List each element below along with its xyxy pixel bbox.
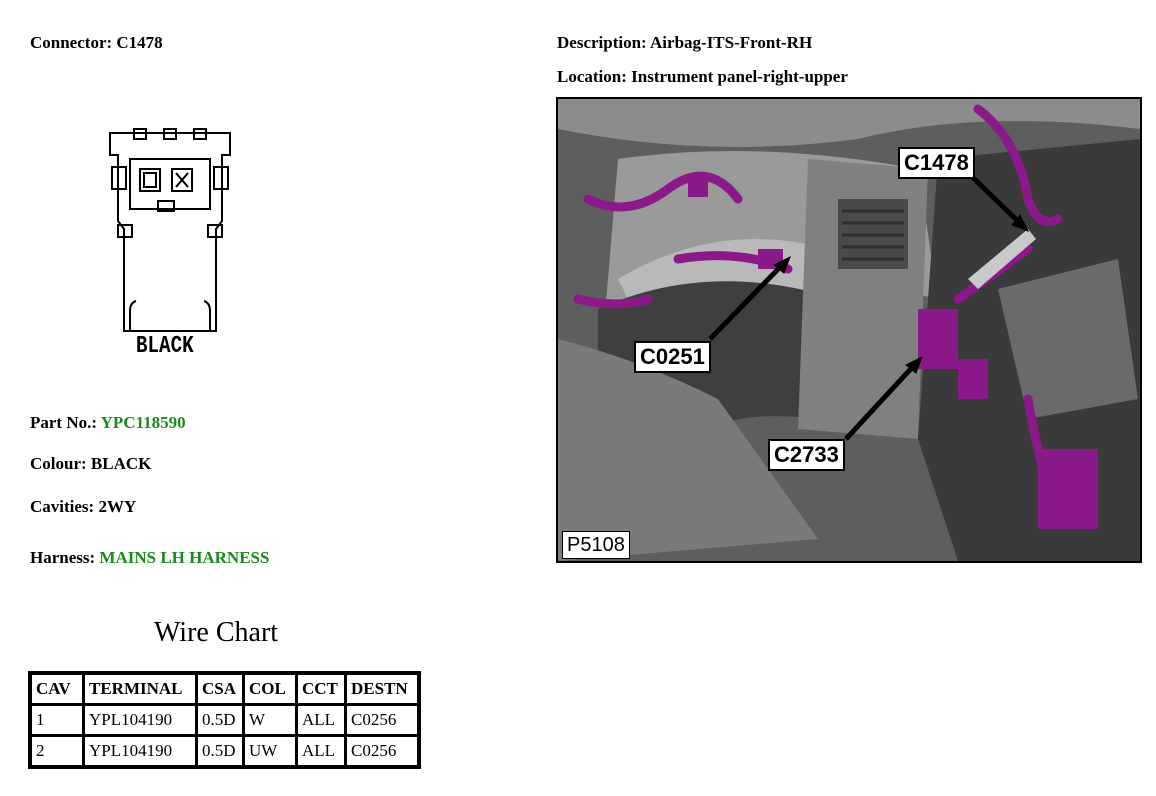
table-cell: 1 [28, 703, 85, 737]
description-line: Description: Airbag-ITS-Front-RH [557, 33, 812, 53]
connector-label: Connector: [30, 33, 113, 52]
cavities-value: 2WY [98, 497, 137, 516]
table-cell: YPL104190 [82, 703, 198, 737]
harness-line: Harness: MAINS LH HARNESS [30, 548, 269, 568]
connector-value: C1478 [116, 33, 163, 52]
part-number-link[interactable]: YPC118590 [100, 413, 186, 432]
harness-label: Harness: [30, 548, 96, 567]
table-cell: UW [242, 734, 298, 769]
table-cell: 0.5D [195, 734, 245, 769]
connector-outline-icon [109, 128, 231, 332]
callout-c2733: C2733 [768, 439, 845, 471]
callout-c0251: C0251 [634, 341, 711, 373]
location-line: Location: Instrument panel-right-upper [557, 67, 848, 87]
description-label: Description: [557, 33, 647, 52]
location-value: Instrument panel-right-upper [631, 67, 848, 86]
table-cell: YPL104190 [82, 734, 198, 769]
location-photo: C1478 C0251 C2733 P5108 [556, 97, 1142, 563]
colour-label: Colour: [30, 454, 87, 473]
wire-chart-table: CAV TERMINAL CSA COL CCT DESTN 1 YPL1041… [28, 671, 421, 769]
connector-colour-text: BLACK [136, 333, 194, 360]
table-cell: C0256 [344, 703, 421, 737]
connector-line: Connector: C1478 [30, 33, 163, 53]
figure-id-label: P5108 [562, 531, 630, 559]
column-header: DESTN [344, 671, 421, 706]
column-header: COL [242, 671, 298, 706]
dashboard-illustration [558, 99, 1140, 561]
colour-line: Colour: BLACK [30, 454, 151, 474]
cavities-label: Cavities: [30, 497, 95, 516]
table-cell: ALL [295, 703, 347, 737]
column-header: TERMINAL [82, 671, 198, 706]
column-header: CSA [195, 671, 245, 706]
table-row: 1 YPL104190 0.5D W ALL C0256 [28, 703, 421, 737]
table-cell: W [242, 703, 298, 737]
description-value: Airbag-ITS-Front-RH [650, 33, 813, 52]
connector-face-drawing: BLACK [100, 125, 240, 370]
table-row: 2 YPL104190 0.5D UW ALL C0256 [28, 734, 421, 769]
column-header: CAV [28, 671, 85, 706]
table-cell: 0.5D [195, 703, 245, 737]
column-header: CCT [295, 671, 347, 706]
table-cell: C0256 [344, 734, 421, 769]
part-number-label: Part No.: [30, 413, 98, 432]
harness-link[interactable]: MAINS LH HARNESS [99, 548, 270, 567]
cavities-line: Cavities: 2WY [30, 497, 136, 517]
wire-chart-header-row: CAV TERMINAL CSA COL CCT DESTN [28, 671, 421, 706]
table-cell: ALL [295, 734, 347, 769]
callout-c1478: C1478 [898, 147, 975, 179]
table-cell: 2 [28, 734, 85, 769]
location-label: Location: [557, 67, 627, 86]
part-number-line: Part No.: YPC118590 [30, 413, 186, 433]
colour-value: BLACK [90, 454, 152, 473]
wire-chart-title: Wire Chart [154, 617, 279, 648]
